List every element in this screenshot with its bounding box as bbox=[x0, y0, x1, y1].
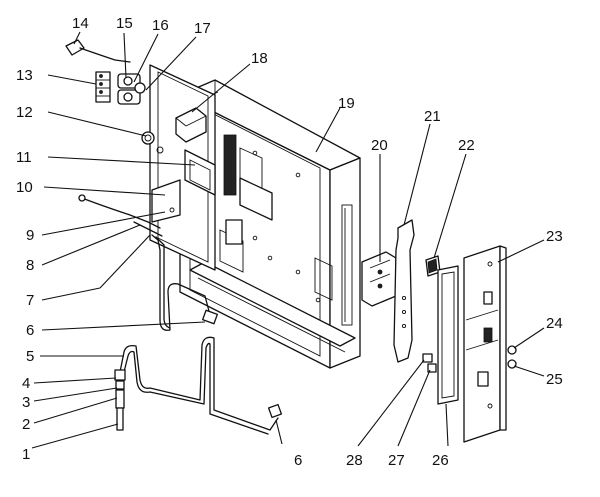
callout-25: 25 bbox=[546, 371, 563, 388]
callout-2: 2 bbox=[22, 416, 30, 433]
callout-10: 10 bbox=[16, 179, 33, 196]
callout-15: 15 bbox=[116, 15, 133, 32]
callout-7: 7 bbox=[26, 292, 34, 309]
plug-connector bbox=[65, 39, 131, 63]
callout-1: 1 bbox=[22, 446, 30, 463]
callout-6a: 6 bbox=[26, 322, 34, 339]
terminal-block bbox=[95, 71, 111, 103]
callout-8: 8 bbox=[26, 257, 34, 274]
side-bracket bbox=[393, 219, 415, 363]
callout-16: 16 bbox=[152, 17, 169, 34]
callout-13: 13 bbox=[16, 67, 33, 84]
fuse-holder bbox=[141, 131, 155, 145]
front-bezel bbox=[463, 245, 507, 443]
knobs bbox=[507, 345, 517, 369]
terminal-strip bbox=[361, 251, 397, 307]
callout-19: 19 bbox=[338, 95, 355, 112]
callout-20: 20 bbox=[371, 137, 388, 154]
callout-26: 26 bbox=[432, 452, 449, 469]
callout-21: 21 bbox=[424, 108, 441, 125]
callout-22: 22 bbox=[458, 137, 475, 154]
callout-3: 3 bbox=[22, 394, 30, 411]
sensor-probe bbox=[114, 369, 126, 431]
callout-11: 11 bbox=[16, 149, 32, 166]
callout-4: 4 bbox=[22, 375, 30, 392]
upper-tube bbox=[151, 234, 218, 331]
callout-14: 14 bbox=[72, 15, 89, 32]
rotary-switches bbox=[117, 73, 146, 105]
callout-12: 12 bbox=[16, 104, 33, 121]
callout-18: 18 bbox=[251, 50, 268, 67]
callout-28: 28 bbox=[346, 452, 363, 469]
callout-9: 9 bbox=[26, 227, 34, 244]
gasket bbox=[437, 265, 459, 405]
callout-24: 24 bbox=[546, 315, 563, 332]
small-connectors bbox=[422, 353, 437, 373]
leader-lines bbox=[31, 31, 545, 449]
bracket bbox=[151, 179, 181, 223]
callout-23: 23 bbox=[546, 228, 563, 245]
callout-27: 27 bbox=[388, 452, 405, 469]
callout-labels: 1 2 3 4 5 6 6 7 8 9 10 11 12 13 14 15 16… bbox=[16, 15, 563, 469]
lower-tube bbox=[119, 336, 283, 435]
callout-17: 17 bbox=[194, 20, 211, 37]
capillary-tube bbox=[78, 194, 163, 237]
callout-5: 5 bbox=[26, 348, 34, 365]
callout-6b: 6 bbox=[294, 452, 302, 469]
